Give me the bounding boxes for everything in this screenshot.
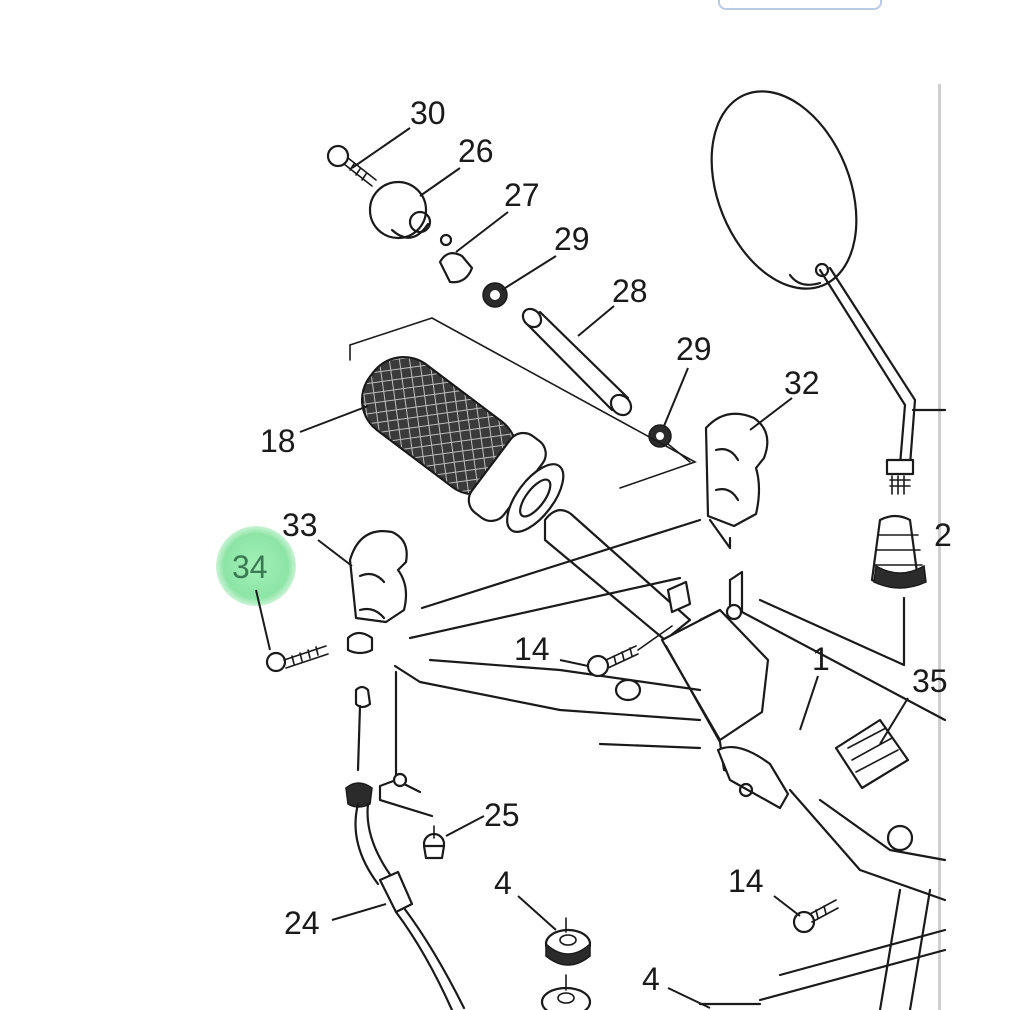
label-33[interactable]: 33 (282, 507, 318, 543)
top-toolbar-pill[interactable] (718, 0, 882, 10)
label-26[interactable]: 26 (458, 133, 494, 169)
handlebar (393, 412, 947, 1010)
label-14-upper[interactable]: 14 (514, 631, 550, 667)
label-35[interactable]: 35 (912, 663, 948, 699)
label-27[interactable]: 27 (504, 177, 540, 213)
fasteners (540, 580, 839, 1010)
label-18[interactable]: 18 (260, 423, 296, 459)
label-34[interactable]: 34 (232, 549, 268, 585)
label-1[interactable]: 1 (812, 641, 830, 677)
handle-grip (349, 317, 697, 533)
label-24[interactable]: 24 (284, 905, 320, 941)
viewport-right-edge (938, 84, 941, 1010)
label-4-upper[interactable]: 4 (494, 865, 512, 901)
mirror (710, 90, 947, 667)
label-25[interactable]: 25 (484, 797, 520, 833)
label-29-upper[interactable]: 29 (554, 221, 590, 257)
label-28[interactable]: 28 (612, 273, 648, 309)
label-4-lower[interactable]: 4 (642, 961, 660, 997)
label-14-lower[interactable]: 14 (728, 863, 764, 899)
bar-end-assembly (326, 144, 691, 463)
leader-lines (255, 127, 909, 1009)
label-30[interactable]: 30 (410, 95, 446, 131)
label-29-lower[interactable]: 29 (676, 331, 712, 367)
label-2-partial[interactable]: 2 (934, 517, 952, 553)
label-32[interactable]: 32 (784, 365, 820, 401)
highlight-marker[interactable] (216, 526, 296, 606)
throttle-cable-assembly (265, 530, 466, 1010)
part-labels: 30 26 27 29 28 29 32 18 33 34 14 1 35 25… (232, 95, 952, 997)
